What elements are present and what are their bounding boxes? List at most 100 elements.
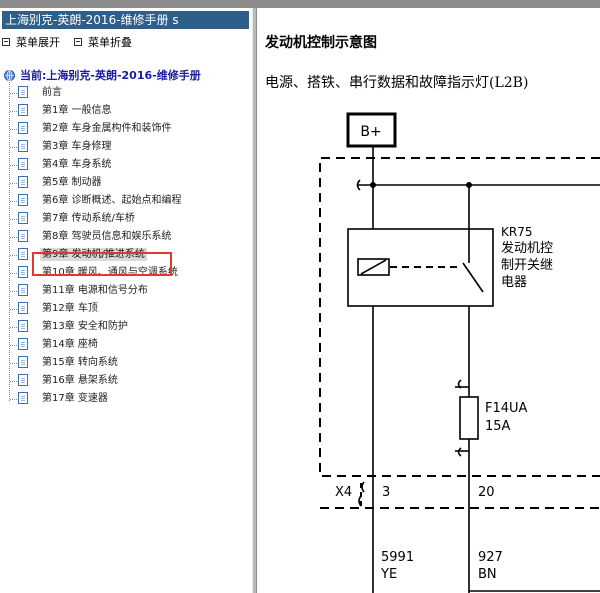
tree-connector (10, 327, 17, 328)
relay-switch-contact (462, 262, 484, 293)
tree-item-label: 第7章 传动系统/车桥 (42, 213, 135, 224)
tree-item-label: 第10章 暖风、通风与空调系统 (42, 267, 178, 278)
tree-item-label: 第16章 悬架系统 (42, 375, 118, 386)
tree-item[interactable]: 第4章 车身系统 (0, 156, 252, 174)
tree-connector (10, 273, 17, 274)
tree-guide-line (9, 76, 10, 401)
tree-item[interactable]: 第13章 安全和防护 (0, 318, 252, 336)
document-icon (18, 392, 28, 404)
tree-item-label: 第11章 电源和信号分布 (42, 285, 148, 296)
expand-icon (2, 38, 10, 46)
document-icon (18, 266, 28, 278)
tree-item[interactable]: 第10章 暖风、通风与空调系统 (0, 264, 252, 282)
document-icon (18, 86, 28, 98)
tree-item-label: 第17章 变速器 (42, 393, 108, 404)
fuse-body (459, 396, 479, 440)
tree-root[interactable]: 当前:上海别克-英朗-2016-维修手册 (4, 67, 201, 83)
connector-hook-left (361, 481, 365, 493)
globe-icon (4, 69, 15, 81)
connector-id: X4 (335, 485, 352, 500)
tree-item-label: 第13章 安全和防护 (42, 321, 128, 332)
selected-chapter-highlight (32, 252, 172, 276)
tree-item[interactable]: 第16章 悬架系统 (0, 372, 252, 390)
document-title: 发动机控制示意图 (265, 35, 377, 51)
document-icon (18, 338, 28, 350)
tree-connector (10, 255, 17, 256)
tree-connector (10, 219, 17, 220)
tree-connector (10, 165, 17, 166)
tree-root-label: 当前:上海别克-英朗-2016-维修手册 (20, 69, 201, 82)
wire-left-color: YE (380, 567, 397, 582)
tree-item[interactable]: 第2章 车身金属构件和装饰件 (0, 120, 252, 138)
expand-menu-label: 菜单展开 (16, 36, 60, 49)
tree-connector (10, 201, 17, 202)
document-icon (18, 284, 28, 296)
tree-connector (10, 129, 17, 130)
tree-item[interactable]: 第17章 变速器 (0, 390, 252, 408)
tree-item[interactable]: 第5章 制动器 (0, 174, 252, 192)
tree-connector (10, 93, 17, 94)
tree-item[interactable]: 第14章 座椅 (0, 336, 252, 354)
connector-hook-top (356, 179, 361, 191)
tree-item-label: 第15章 转向系统 (42, 357, 118, 368)
tree-item-label: 第5章 制动器 (42, 177, 102, 188)
tree-item[interactable]: 前言 (0, 84, 252, 102)
tree-item-label: 第1章 一般信息 (42, 105, 112, 116)
document-icon (18, 356, 28, 368)
expand-menu-button[interactable]: 菜单展开 (2, 34, 60, 50)
connector-pin-right: 20 (478, 485, 495, 500)
document-icon (18, 122, 28, 134)
battery-label: B+ (360, 124, 381, 140)
wire-left-circuit: 5991 (381, 550, 414, 565)
tree-item[interactable]: 第15章 转向系统 (0, 354, 252, 372)
tree-connector (10, 147, 17, 148)
tree-item[interactable]: 第6章 诊断概述、起始点和编程 (0, 192, 252, 210)
tree-connector (10, 183, 17, 184)
tree-item[interactable]: 第1章 一般信息 (0, 102, 252, 120)
fuse-rating: 15A (485, 419, 511, 434)
relay-name-line-3: 电器 (501, 275, 527, 290)
tree-item-label: 第12章 车顶 (42, 303, 98, 314)
document-icon (18, 320, 28, 332)
tree-item-label: 第9章 发动机/推进系统 (40, 248, 147, 261)
collapse-icon (74, 38, 82, 46)
wire-right-color: BN (478, 567, 497, 582)
window-title: 上海别克-英朗-2016-维修手册 s (2, 11, 249, 29)
connector-hook-bottom (358, 495, 362, 507)
fuse-id: F14UA (485, 401, 528, 416)
document-icon (18, 104, 28, 116)
connector-pin-left: 3 (382, 485, 390, 500)
tree-item-label: 第4章 车身系统 (42, 159, 112, 170)
module-boundary (319, 157, 600, 477)
collapse-menu-label: 菜单折叠 (88, 36, 132, 49)
top-frame-bar (0, 0, 600, 8)
wire-right-circuit: 927 (478, 550, 503, 565)
tree-connector (10, 381, 17, 382)
tree-item-label: 前言 (42, 87, 62, 98)
battery-box (346, 112, 397, 148)
pane-splitter[interactable] (252, 8, 257, 593)
document-icon (18, 176, 28, 188)
tree-item[interactable]: 第3章 车身修理 (0, 138, 252, 156)
relay-id: KR75 (501, 225, 532, 239)
tree-item-label: 第8章 驾驶员信息和娱乐系统 (42, 231, 172, 242)
document-icon (18, 158, 28, 170)
document-pane: 发动机控制示意图 电源、搭铁、串行数据和故障指示灯(L2B) B+ KR75 发… (257, 8, 600, 593)
tree-connector (10, 363, 17, 364)
relay-coil-core (360, 259, 387, 275)
tree-connector (10, 111, 17, 112)
wiring-diagram: B+ KR75 发动机控 制开关继 电器 F14UA 15A (319, 112, 600, 593)
document-icon (18, 140, 28, 152)
tree-item-label: 第14章 座椅 (42, 339, 98, 350)
tree-item[interactable]: 第9章 发动机/推进系统 (0, 246, 252, 264)
tree-item[interactable]: 第11章 电源和信号分布 (0, 282, 252, 300)
document-icon (18, 194, 28, 206)
tree-item[interactable]: 第7章 传动系统/车桥 (0, 210, 252, 228)
tree-connector (10, 291, 17, 292)
relay-name-line-2: 制开关继 (501, 258, 553, 273)
document-icon (18, 248, 28, 260)
tree-item[interactable]: 第8章 驾驶员信息和娱乐系统 (0, 228, 252, 246)
tree-item[interactable]: 第12章 车顶 (0, 300, 252, 318)
tree-connector (10, 345, 17, 346)
collapse-menu-button[interactable]: 菜单折叠 (74, 34, 132, 50)
